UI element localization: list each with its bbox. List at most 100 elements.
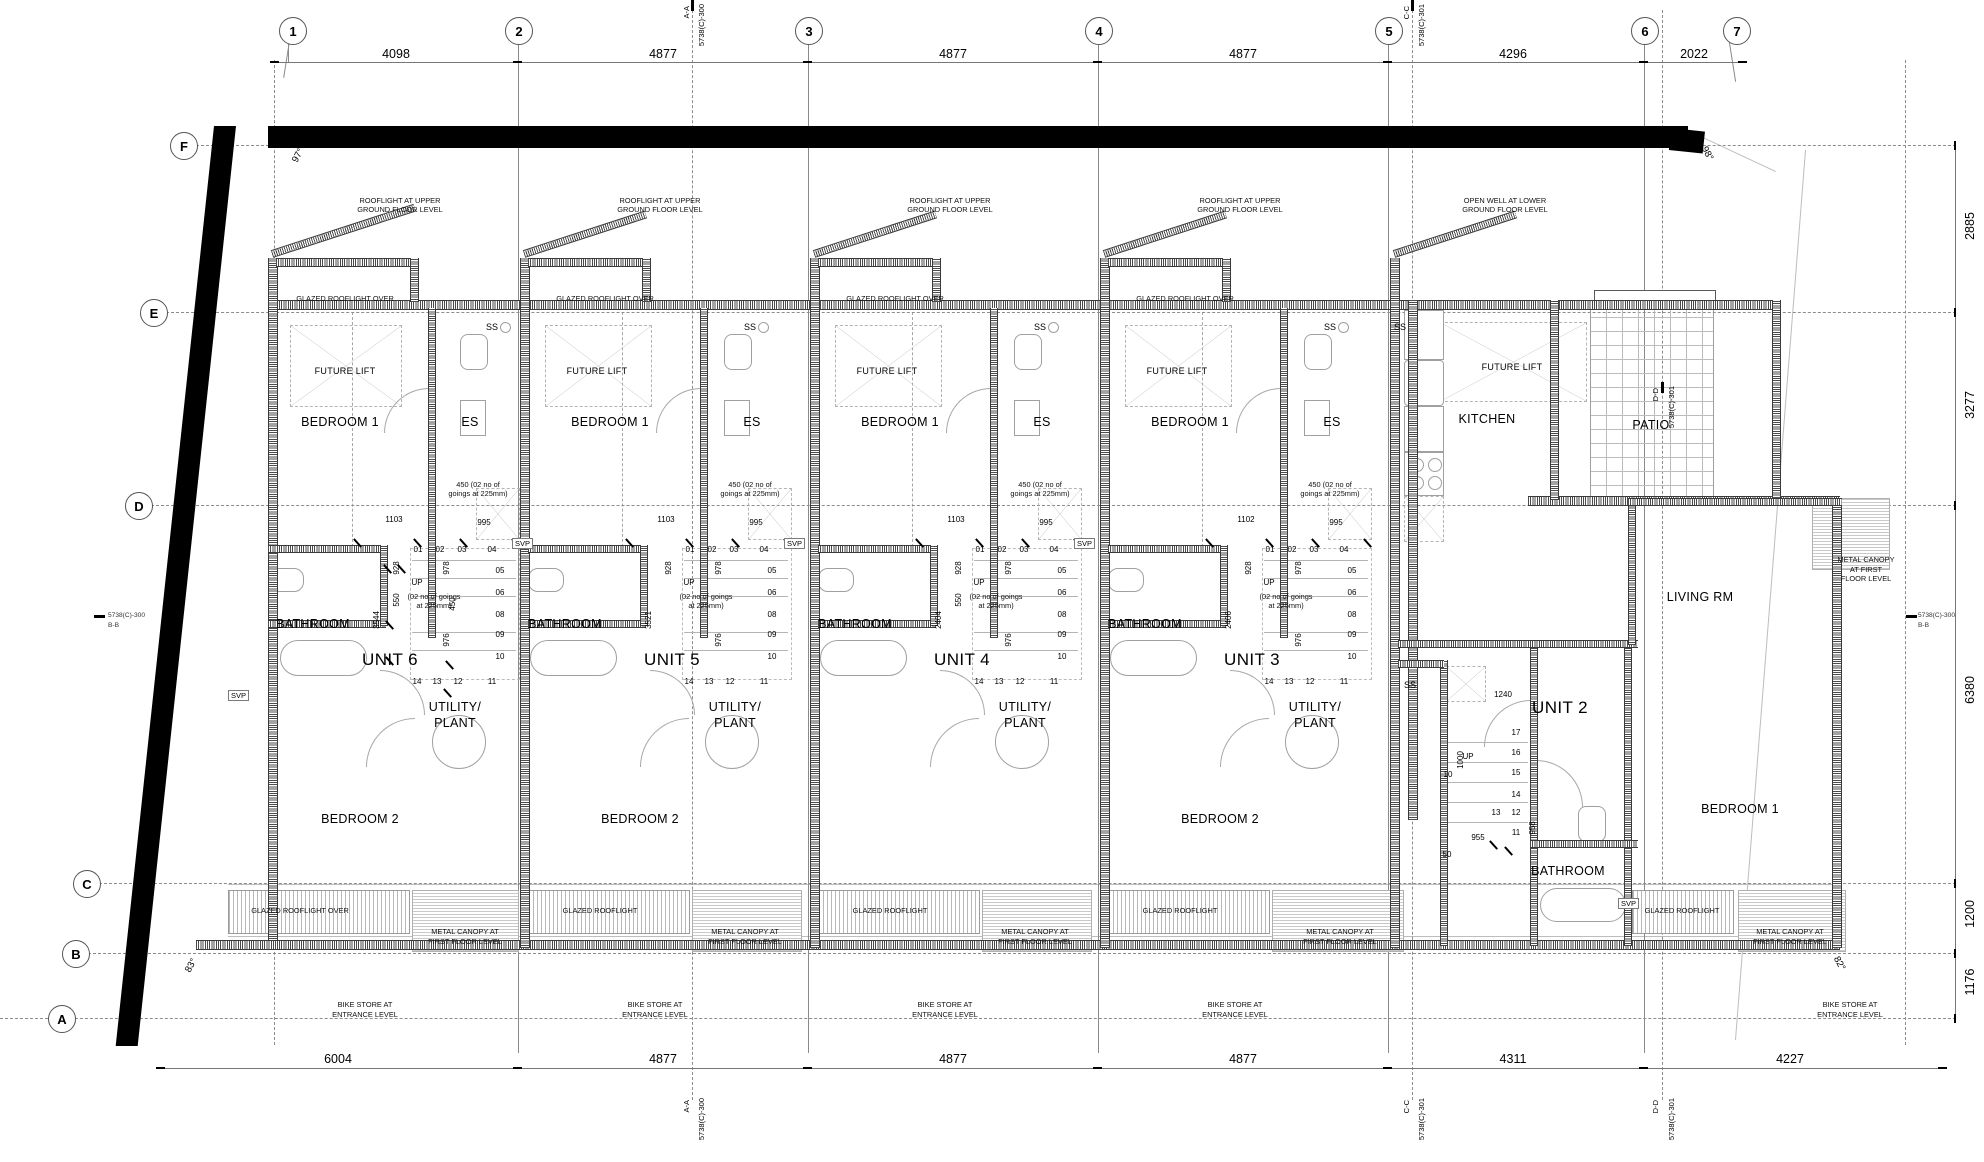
tread-num: 14 [412, 677, 422, 686]
section-sheet-aa: 5738(C)-300 [697, 4, 706, 47]
grid-bubble-A[interactable]: A [48, 1005, 76, 1033]
stair-dim-995-u5: 995 [749, 518, 762, 527]
bedroom1-label-u5: BEDROOM 1 [571, 415, 649, 429]
patio-label: PATIO [1632, 418, 1669, 432]
external-wall-left [268, 258, 278, 948]
grid-bubble-B[interactable]: B [62, 940, 90, 968]
stair-tread-line-u2 [1446, 762, 1528, 763]
dim-text: 928 [392, 561, 401, 575]
wall-u2-h2 [1398, 660, 1444, 668]
angle-97-text: 97° [289, 146, 307, 165]
u2-tread-12: 12 [1512, 808, 1521, 817]
stair-tread-line [684, 650, 788, 651]
external-wall-bottom-2 [196, 940, 276, 950]
dim-text: 995 [1039, 518, 1053, 527]
ss-symbol-u6 [500, 322, 511, 333]
door-u2-a [1484, 700, 1531, 747]
stair-tread-line [974, 578, 1078, 579]
door-tick [1504, 846, 1513, 856]
grid-bubble-2[interactable]: 2 [505, 17, 533, 45]
bath-u6 [280, 640, 367, 676]
grid-bubble-4[interactable]: 4 [1085, 17, 1113, 45]
tread-num: 14 [1264, 677, 1274, 686]
bedroom2-label-u6: BEDROOM 2 [321, 812, 399, 826]
bath-u5 [530, 640, 617, 676]
up-text: UP [411, 578, 423, 587]
grid-bubble-6[interactable]: 6 [1631, 17, 1659, 45]
svp-label-u4: SVP [1074, 538, 1096, 549]
stair-tread-01-u5: 01 [686, 545, 695, 554]
bedroom1-label-u2: BEDROOM 1 [1701, 802, 1779, 816]
section-tag-cc-bottom: C-C [1402, 1100, 1411, 1114]
note-line-1: 450 (02 no of [1308, 480, 1352, 489]
stair-dim-978-u3: 978 [1294, 561, 1303, 574]
section-sheet-cc: 5738(C)-301 [1417, 4, 1426, 47]
tread-num: 02 [435, 545, 445, 554]
tread-num: 12 [453, 677, 463, 686]
svp-label-left: SVP [228, 690, 250, 701]
dim-text: 928 [954, 561, 963, 575]
stair-dim-978-u5: 978 [714, 561, 723, 574]
grid-bubble-E[interactable]: E [140, 299, 168, 327]
tread-num: 14 [974, 677, 984, 686]
wall-u2-h3 [1530, 840, 1638, 848]
grid-bubble-F[interactable]: F [170, 132, 198, 160]
grid-line-4 [1098, 38, 1099, 1053]
note-line-1: BIKE STORE AT [1207, 1000, 1263, 1009]
label-text: BATHROOM [1108, 617, 1182, 631]
tread-num: 05 [1347, 566, 1357, 575]
note-rooflight-u6: ROOFLIGHT AT UPPER GROUND FLOOR LEVEL [357, 196, 442, 215]
dim-tick [803, 1067, 812, 1069]
tread-num: 11 [1511, 828, 1521, 837]
grid-bubble-5[interactable]: 5 [1375, 17, 1403, 45]
bedroom1-label-u6: BEDROOM 1 [301, 415, 379, 429]
dim-tick [1639, 1067, 1648, 1069]
grid-bubble-1[interactable]: 1 [279, 17, 307, 45]
tread-num: 13 [994, 677, 1004, 686]
bathroom-wall-v-u4 [930, 545, 938, 626]
basin2-u5 [528, 568, 564, 592]
stair-up-u3: UP [1263, 578, 1274, 587]
stair-tread-01-u6: 01 [414, 545, 423, 554]
label-line-2: PLANT [434, 715, 476, 730]
construction-line-bottom-1 [228, 884, 1838, 885]
future-lift-box-u5 [545, 325, 652, 407]
dim-tick [803, 61, 812, 63]
utility-label-u4: UTILITY/ PLANT [999, 700, 1051, 731]
grid-bubble-7[interactable]: 7 [1723, 17, 1751, 45]
bathroom-wall-top-u6 [268, 545, 386, 553]
dim-text: 2406 [1224, 611, 1233, 629]
grid-bubble-6-label: 6 [1641, 23, 1649, 39]
tread-num: 02 [1287, 545, 1297, 554]
up-text: UP [683, 578, 695, 587]
note-line-1: METAL CANOPY AT [1306, 927, 1374, 936]
hob-ring [1428, 458, 1442, 472]
tread-num: 06 [495, 588, 505, 597]
tread-num: 06 [1347, 588, 1357, 597]
grid-bubble-3[interactable]: 3 [795, 17, 823, 45]
stair-tread-09-u3: 09 [1348, 630, 1357, 639]
tread-num: 11 [1339, 677, 1349, 686]
dim-tick [1383, 61, 1392, 63]
note-line-2: at 225mm) [1268, 601, 1304, 611]
party-wall-3 [1100, 258, 1110, 948]
note-line-2: FIRST FLOOR LEVEL [1303, 936, 1377, 946]
tread-num: 11 [1049, 677, 1059, 686]
bath-u4 [820, 640, 907, 676]
note-rooflight-u3: ROOFLIGHT AT UPPER GROUND FLOOR LEVEL [1197, 196, 1282, 215]
label-text: PATIO [1632, 418, 1670, 432]
bathroom-label-u4: BATHROOM [818, 617, 892, 631]
grid-centreline-A [0, 1018, 1956, 1019]
stair-tread-04-u5: 04 [760, 545, 769, 554]
grid-bubble-D[interactable]: D [125, 492, 153, 520]
grid-bubble-A-label: A [57, 1011, 67, 1027]
grid-centreline-B [88, 953, 1956, 954]
grid-bubble-F-label: F [180, 138, 188, 154]
tread-num: 13 [1491, 808, 1501, 817]
door-utility-u5 [640, 718, 689, 767]
dim-tick [1954, 501, 1956, 510]
tread-num: 12 [725, 677, 735, 686]
grid-bubble-C[interactable]: C [73, 870, 101, 898]
right-dim-2: 3277 [1963, 391, 1977, 419]
bathroom-wall-u5 [528, 620, 646, 628]
